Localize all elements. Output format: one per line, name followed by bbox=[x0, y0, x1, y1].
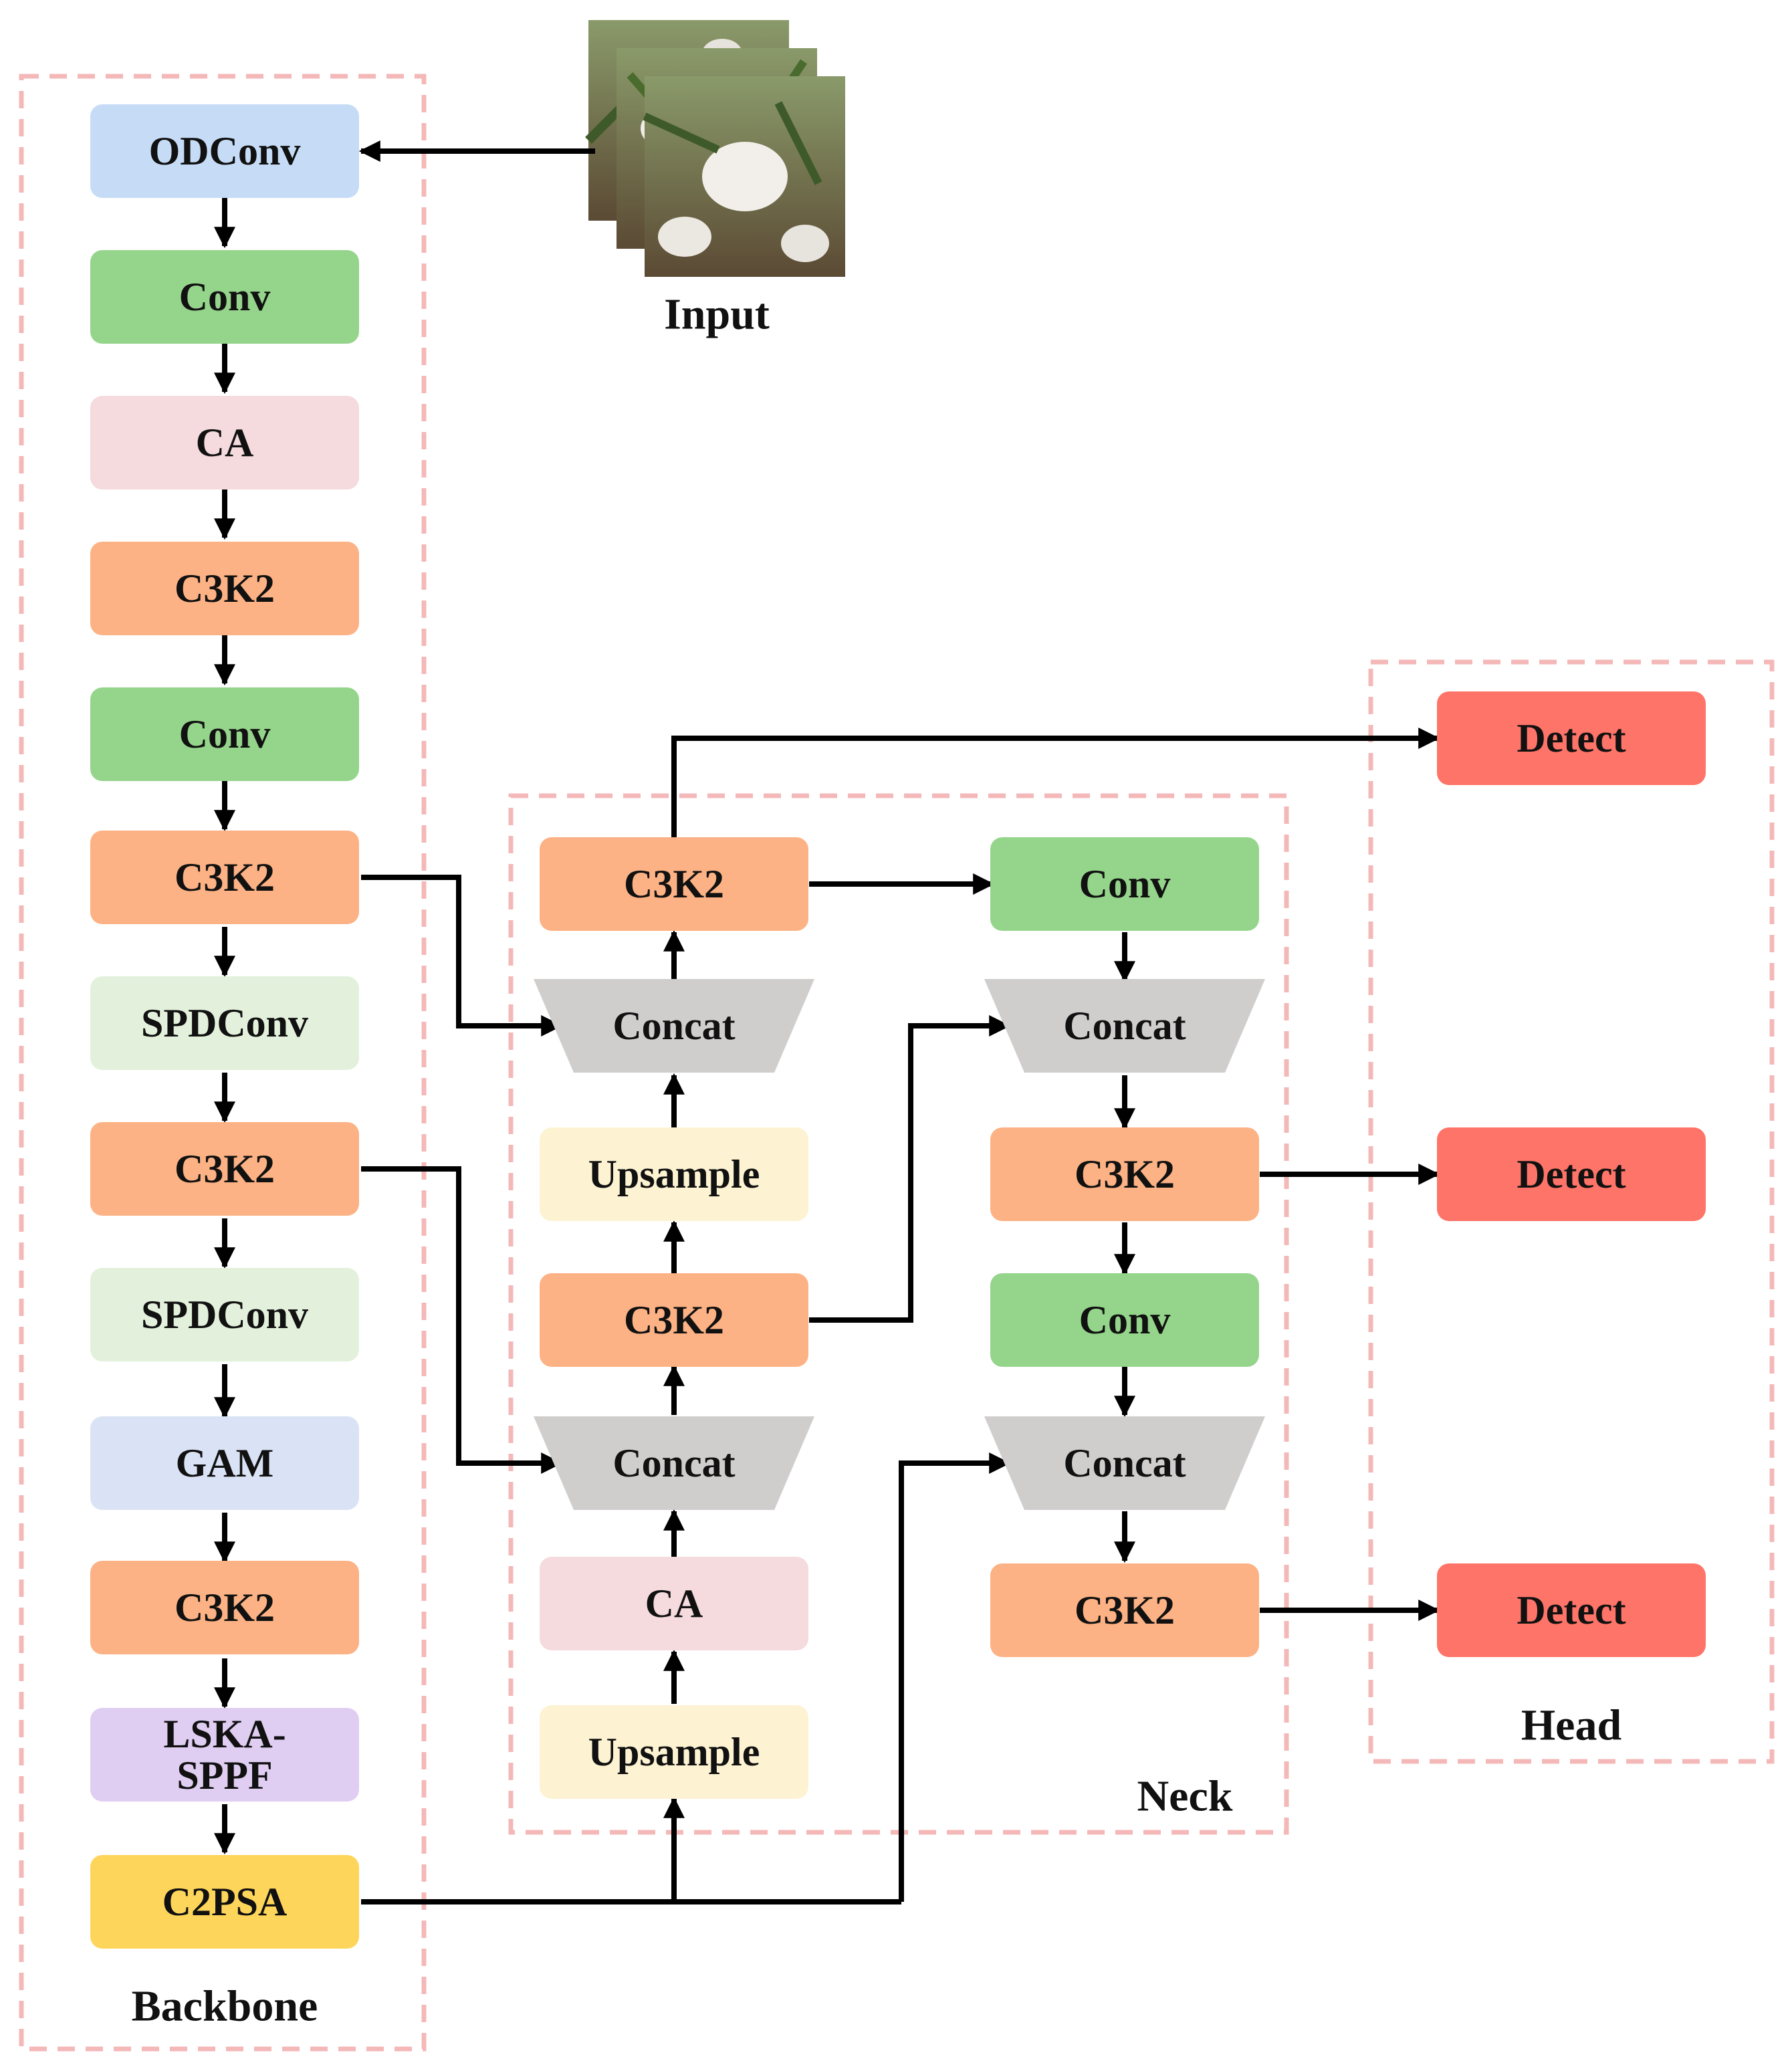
block-shape bbox=[90, 1561, 359, 1654]
block-label: Upsample bbox=[588, 1730, 760, 1774]
block-shape bbox=[990, 1273, 1259, 1367]
block-label: C3K2 bbox=[1075, 1152, 1175, 1196]
b-c3k2-3: C3K2 bbox=[90, 1122, 359, 1216]
b-odconv: ODConv bbox=[90, 104, 359, 198]
n1-concat-1: Concat bbox=[534, 979, 814, 1073]
head-label: Head bbox=[1521, 1701, 1621, 1750]
n2-c3k2-2: C3K2 bbox=[990, 1563, 1259, 1657]
block-shape bbox=[540, 1557, 808, 1650]
b-ca: CA bbox=[90, 396, 359, 489]
block-shape bbox=[540, 1273, 808, 1367]
n2-concat-1: Concat bbox=[984, 979, 1265, 1073]
b-conv-1: Conv bbox=[90, 250, 359, 344]
n1-c3k2-top: C3K2 bbox=[540, 837, 808, 931]
block-shape bbox=[540, 837, 808, 931]
block-shape bbox=[90, 831, 359, 924]
block-shape bbox=[990, 837, 1259, 931]
n2-conv-2: Conv bbox=[990, 1273, 1259, 1367]
block-label: ODConv bbox=[149, 129, 301, 173]
block-shape bbox=[90, 1122, 359, 1216]
block-label: Concat bbox=[612, 1004, 735, 1048]
block-shape bbox=[1437, 1563, 1706, 1657]
b-spdconv-1: SPDConv bbox=[90, 976, 359, 1070]
block-label: C3K2 bbox=[1075, 1588, 1175, 1632]
concat-shape bbox=[534, 979, 814, 1073]
block-label: Detect bbox=[1517, 1152, 1626, 1196]
block-label: CA bbox=[196, 421, 254, 465]
block-label: C3K2 bbox=[175, 855, 275, 899]
block-label: LSKA- bbox=[163, 1712, 286, 1756]
concat-shape bbox=[534, 1416, 814, 1510]
b-conv-2: Conv bbox=[90, 687, 359, 781]
block-label: C3K2 bbox=[624, 862, 724, 906]
neck-label: Neck bbox=[1137, 1772, 1233, 1821]
input-images bbox=[585, 20, 845, 277]
block-label: Conv bbox=[179, 712, 271, 756]
n1-ca: CA bbox=[540, 1557, 808, 1650]
h-detect-1: Detect bbox=[1437, 691, 1706, 785]
concat-shape bbox=[984, 1416, 1265, 1510]
block-label: Conv bbox=[179, 275, 271, 319]
block-shape bbox=[90, 1708, 359, 1802]
blocks: ODConvConvCAC3K2ConvC3K2SPDConvC3K2SPDCo… bbox=[90, 104, 1706, 1949]
n1-upsample-1: Upsample bbox=[540, 1127, 808, 1221]
block-label: SPDConv bbox=[141, 1293, 308, 1337]
block-shape bbox=[90, 1855, 359, 1949]
block-shape bbox=[1437, 691, 1706, 785]
block-shape bbox=[90, 1416, 359, 1510]
block-shape bbox=[540, 1705, 808, 1799]
concat-shape bbox=[984, 979, 1265, 1073]
block-label: Detect bbox=[1517, 1588, 1626, 1632]
backbone-frame bbox=[19, 74, 427, 2052]
backbone-label: Backbone bbox=[132, 1982, 318, 2031]
block-label: Concat bbox=[612, 1441, 735, 1485]
block-shape bbox=[1437, 1127, 1706, 1221]
block-label: GAM bbox=[176, 1441, 274, 1485]
block-label: C3K2 bbox=[624, 1298, 724, 1342]
block-label: Concat bbox=[1063, 1441, 1186, 1485]
block-shape bbox=[90, 104, 359, 198]
block-shape bbox=[90, 687, 359, 781]
block-shape bbox=[90, 976, 359, 1070]
block-shape bbox=[90, 1268, 359, 1362]
block-label: C3K2 bbox=[175, 566, 275, 611]
block-label: C3K2 bbox=[175, 1147, 275, 1191]
block-shape bbox=[90, 542, 359, 635]
block-label: C2PSA bbox=[162, 1880, 288, 1924]
input-label: Input bbox=[664, 290, 770, 339]
block-label: Detect bbox=[1517, 716, 1626, 760]
block-label: Concat bbox=[1063, 1004, 1186, 1048]
n1-concat-2: Concat bbox=[534, 1416, 814, 1510]
b-c3k2-4: C3K2 bbox=[90, 1561, 359, 1654]
b-c3k2-2: C3K2 bbox=[90, 831, 359, 924]
block-shape bbox=[90, 250, 359, 344]
block-shape bbox=[540, 1127, 808, 1221]
n2-c3k2-1: C3K2 bbox=[990, 1127, 1259, 1221]
b-c3k2-1: C3K2 bbox=[90, 542, 359, 635]
block-label: Conv bbox=[1079, 862, 1171, 906]
n1-c3k2-mid: C3K2 bbox=[540, 1273, 808, 1367]
b-c2psa: C2PSA bbox=[90, 1855, 359, 1949]
block-label: SPDConv bbox=[141, 1001, 308, 1045]
block-label: Upsample bbox=[588, 1152, 760, 1196]
block-shape bbox=[90, 396, 359, 489]
block-shape bbox=[990, 1127, 1259, 1221]
block-label: CA bbox=[645, 1582, 703, 1626]
block-label: Conv bbox=[1079, 1298, 1171, 1342]
h-detect-2: Detect bbox=[1437, 1127, 1706, 1221]
head-frame bbox=[1368, 659, 1775, 1764]
block-label: C3K2 bbox=[175, 1586, 275, 1630]
b-lska-sppf: LSKA-SPPF bbox=[90, 1708, 359, 1802]
n2-conv-1: Conv bbox=[990, 837, 1259, 931]
connectors bbox=[214, 140, 1440, 1904]
n2-concat-2: Concat bbox=[984, 1416, 1265, 1510]
block-label: SPPF bbox=[177, 1753, 272, 1798]
h-detect-3: Detect bbox=[1437, 1563, 1706, 1657]
n1-upsample-2: Upsample bbox=[540, 1705, 808, 1799]
b-gam: GAM bbox=[90, 1416, 359, 1510]
b-spdconv-2: SPDConv bbox=[90, 1268, 359, 1362]
block-shape bbox=[990, 1563, 1259, 1657]
